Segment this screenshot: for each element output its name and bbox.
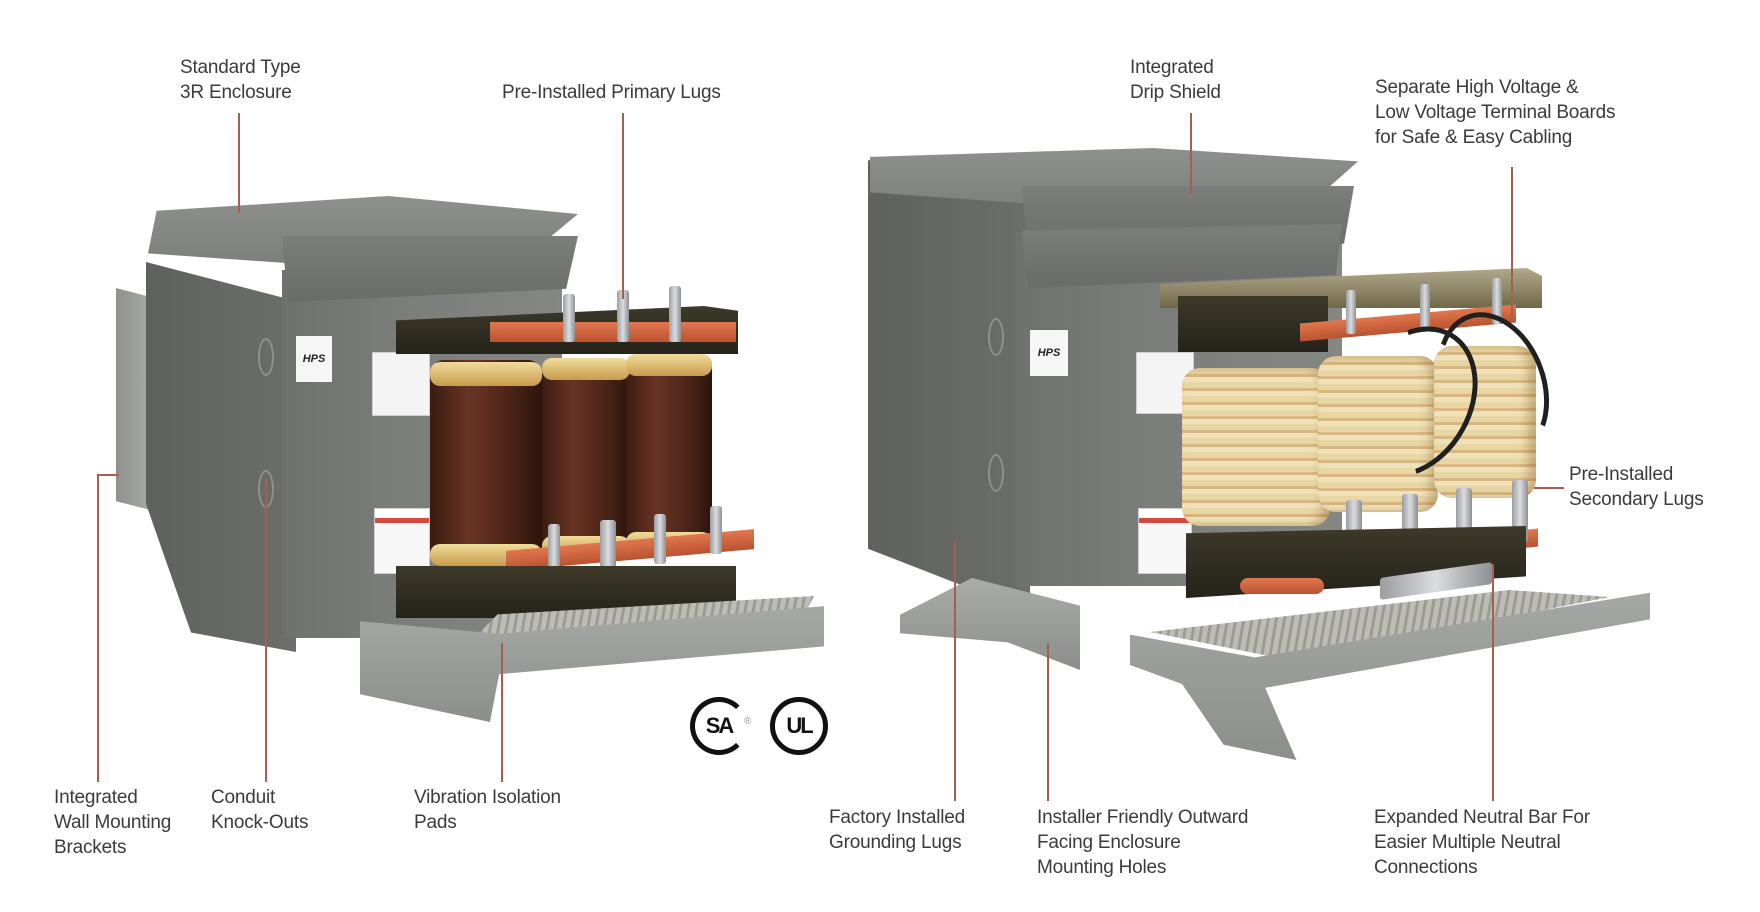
csa-logo-text: SA bbox=[705, 713, 735, 738]
csa-certification-logo: SA bbox=[690, 697, 748, 755]
callout-integrated-wall-mounting-brackets: Integrated Wall Mounting Brackets bbox=[54, 787, 172, 858]
leader-line-standard-type-3r-enclosure bbox=[238, 113, 240, 213]
coil bbox=[1434, 346, 1536, 498]
leader-line-integrated-drip-shield bbox=[1190, 113, 1192, 193]
leader-line-pre-installed-secondary-lugs bbox=[1534, 487, 1564, 489]
knock-out bbox=[988, 454, 1004, 492]
ul-certification-logo: UL bbox=[770, 697, 828, 755]
coil-cap bbox=[430, 362, 542, 386]
enclosure-side bbox=[868, 160, 1030, 612]
coil-cap bbox=[626, 354, 712, 376]
hps-logo-badge: HPS bbox=[296, 336, 332, 382]
registered-mark: ® bbox=[744, 716, 752, 727]
primary-lug bbox=[669, 286, 681, 342]
primary-lug bbox=[563, 294, 575, 342]
callout-expanded-neutral-bar: Expanded Neutral Bar For Easier Multiple… bbox=[1374, 807, 1590, 878]
leader-line-wall-bracket-stub bbox=[97, 474, 119, 476]
callout-vibration-isolation-pads: Vibration Isolation Pads bbox=[414, 787, 561, 833]
secondary-lug bbox=[600, 520, 616, 578]
leader-line-factory-installed-grounding-lugs bbox=[954, 541, 956, 801]
callout-pre-installed-secondary-lugs: Pre-Installed Secondary Lugs bbox=[1569, 464, 1704, 510]
coil bbox=[430, 360, 542, 568]
enclosure-foot bbox=[900, 578, 1080, 670]
ul-logo-text: UL bbox=[786, 713, 813, 738]
nameplate bbox=[372, 352, 430, 416]
primary-lug bbox=[1420, 284, 1430, 330]
primary-lug bbox=[1492, 278, 1502, 324]
leader-line-expanded-neutral-bar bbox=[1492, 564, 1494, 801]
primary-terminal-board bbox=[490, 322, 736, 342]
wall-mounting-bracket bbox=[116, 288, 150, 510]
leader-line-integrated-wall-mounting-brackets bbox=[97, 474, 99, 782]
grounding-strap bbox=[1240, 578, 1324, 594]
callout-conduit-knock-outs: Conduit Knock-Outs bbox=[211, 787, 309, 833]
callout-standard-type-3r-enclosure: Standard Type 3R Enclosure bbox=[180, 57, 301, 103]
hps-logo-badge: HPS bbox=[1030, 330, 1068, 376]
leader-line-pre-installed-primary-lugs bbox=[622, 113, 624, 299]
coil bbox=[1182, 368, 1330, 526]
leader-line-outward-facing-mounting-holes bbox=[1047, 643, 1049, 801]
callout-separate-terminal-boards: Separate High Voltage & Low Voltage Term… bbox=[1375, 77, 1616, 148]
secondary-lug bbox=[654, 514, 666, 564]
knock-out bbox=[258, 338, 274, 376]
callout-outward-facing-mounting-holes: Installer Friendly Outward Facing Enclos… bbox=[1037, 807, 1249, 878]
leader-line-separate-terminal-boards bbox=[1511, 167, 1513, 317]
primary-lug bbox=[1346, 290, 1356, 334]
warning-label bbox=[1138, 508, 1192, 574]
core-bottom-clamp bbox=[1186, 526, 1526, 598]
coil-cap bbox=[542, 358, 630, 380]
coil bbox=[1318, 356, 1438, 512]
primary-lug bbox=[617, 290, 629, 342]
warning-label bbox=[374, 508, 430, 574]
secondary-lug bbox=[710, 506, 722, 554]
leader-line-vibration-isolation-pads bbox=[501, 643, 503, 782]
callout-integrated-drip-shield: Integrated Drip Shield bbox=[1130, 57, 1221, 103]
coil bbox=[626, 354, 712, 554]
callout-factory-installed-grounding-lugs: Factory Installed Grounding Lugs bbox=[829, 807, 965, 853]
callout-pre-installed-primary-lugs: Pre-Installed Primary Lugs bbox=[502, 82, 721, 103]
leader-line-conduit-knock-outs bbox=[265, 479, 267, 782]
enclosure-side bbox=[146, 262, 296, 652]
knock-out bbox=[988, 318, 1004, 356]
